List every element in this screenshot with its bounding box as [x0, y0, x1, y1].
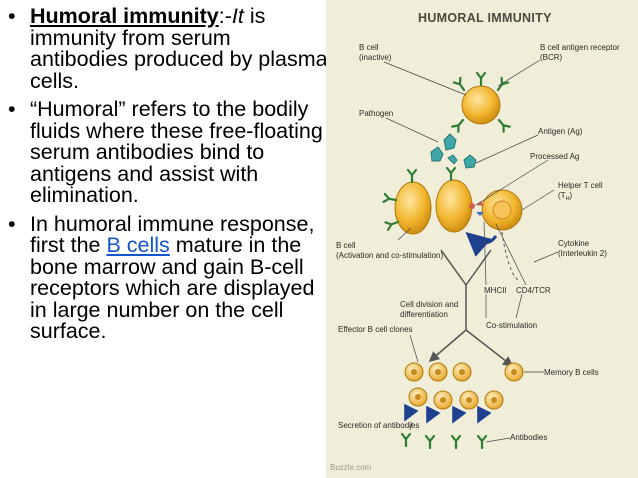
- label-helper-t-cell-sub: (TH): [558, 191, 573, 202]
- term-humoral-immunity: Humoral immunity: [30, 4, 219, 28]
- label-bcr: B cell antigen receptor: [540, 43, 620, 52]
- bullet-text: “Humoral” refers to the bodily fluids wh…: [30, 97, 323, 207]
- label-secretion-of-antibodies: Secretion of antibodies: [338, 421, 419, 430]
- label-memory-b-cells: Memory B cells: [544, 368, 599, 377]
- bullet-dot: •: [8, 97, 16, 121]
- text-before-link: In humoral immune response, first the: [30, 211, 315, 257]
- label-b-cell-inactive-sub: (inactive): [359, 53, 392, 62]
- label-antibodies: Antibodies: [510, 433, 547, 442]
- italic-it: It: [231, 4, 244, 28]
- label-differentiation: differentiation: [400, 310, 448, 319]
- effector-b-cell-clones: [404, 362, 504, 410]
- label-mhcii: MHCII: [484, 286, 507, 295]
- inactive-b-cell: [451, 71, 511, 133]
- pathogen-icon: [430, 133, 477, 169]
- label-cd4-tcr: CD4/TCR: [516, 286, 551, 295]
- figure-title: HUMORAL IMMUNITY: [418, 11, 552, 25]
- label-b-cell-inactive: B cell: [359, 43, 379, 52]
- separator: :-: [218, 4, 232, 28]
- watermark: Buzzle.com: [330, 463, 372, 472]
- label-cytokine: Cytokine: [558, 239, 590, 248]
- label-processed-ag: Processed Ag: [530, 152, 579, 161]
- label-cell-division: Cell division and: [400, 300, 458, 309]
- definition-text: is immunity from serum antibodies produc…: [30, 4, 328, 93]
- label-bcr-sub: (BCR): [540, 53, 563, 62]
- bullet-text: Humoral immunity:-It is immunity from se…: [30, 4, 328, 93]
- humoral-immunity-figure: HUMORAL IMMUNITY: [326, 0, 638, 478]
- bullet-dot: •: [8, 4, 16, 28]
- bullet-humoral-meaning: • “Humoral” refers to the bodily fluids …: [8, 97, 328, 207]
- bullet-list: • Humoral immunity:-It is immunity from …: [8, 4, 328, 350]
- label-helper-t-cell: Helper T cell: [558, 181, 603, 190]
- figure-diagram: HUMORAL IMMUNITY: [326, 0, 638, 478]
- label-effector-b-cell-clones: Effector B cell clones: [338, 325, 413, 334]
- label-pointers: [383, 59, 559, 443]
- secretion-arrows: [404, 403, 492, 424]
- helper-t-cell: [476, 189, 523, 231]
- memory-b-cells: [504, 362, 524, 382]
- bullet-dot: •: [8, 211, 16, 236]
- label-antigen: Antigen (Ag): [538, 127, 583, 136]
- bullet-text: In humoral immune response, first the B …: [30, 211, 328, 343]
- text-after-link: mature in the bone marrow and gain B-cel…: [30, 233, 315, 343]
- activated-b-cell-with-antigen: [435, 166, 475, 233]
- processed-antigen-icon: [469, 203, 475, 209]
- label-b-cell-activated: B cell: [336, 241, 356, 250]
- b-cells-link[interactable]: B cells: [106, 233, 170, 257]
- label-cytokine-sub: (Interleukin 2): [558, 249, 607, 258]
- label-co-stimulation: Co-stimulation: [486, 321, 537, 330]
- label-pathogen: Pathogen: [359, 109, 393, 118]
- bullet-humoral-immunity: • Humoral immunity:-It is immunity from …: [8, 4, 328, 93]
- bullet-b-cells: • In humoral immune response, first the …: [8, 211, 328, 343]
- label-b-cell-activated-sub: (Activation and co-stimulation): [336, 251, 443, 260]
- activated-b-cell: [382, 168, 432, 235]
- division-arrows: [428, 249, 514, 367]
